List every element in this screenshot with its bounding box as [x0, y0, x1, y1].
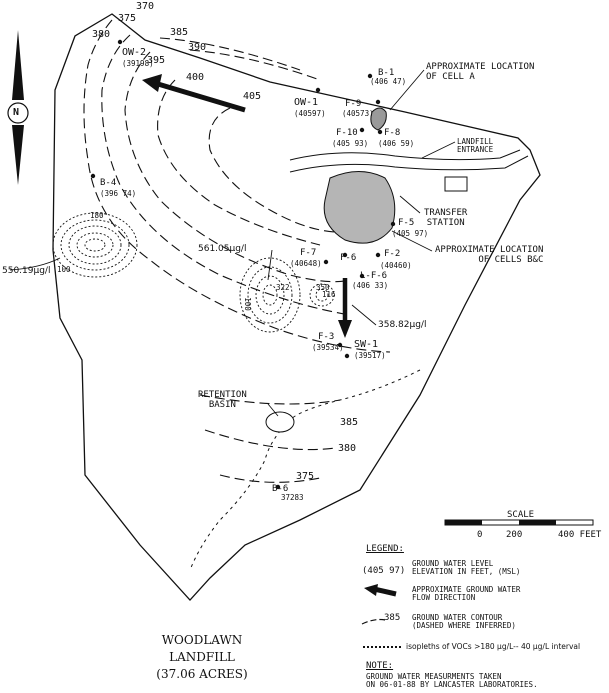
legend-title: LEGEND:	[366, 544, 404, 554]
contour-label: 405	[243, 91, 262, 102]
scale-bar	[444, 519, 594, 526]
well-elev: (39534)	[312, 343, 344, 352]
contour-label: 380	[92, 29, 111, 40]
isopleth-label: 100	[57, 265, 71, 274]
scale-tick: 400 FEET	[558, 530, 602, 540]
contour-label: 375	[118, 13, 137, 24]
north-label: N	[13, 107, 20, 118]
transfer-station-label: TRANSFER STATION	[424, 208, 468, 228]
contour-label: 390	[188, 42, 207, 53]
well-elev: (40597)	[294, 109, 326, 118]
well-elev: (40648)	[290, 259, 322, 268]
flow-arrows	[142, 74, 352, 338]
well-id: F-8	[384, 128, 401, 138]
leader-lines	[9, 69, 456, 417]
voc-isopleths	[52, 212, 335, 333]
legend-text: APPROXIMATE GROUND WATER FLOW DIRECTION	[412, 585, 521, 602]
isopleth-label: 350	[316, 283, 330, 292]
contour-label: 385	[340, 417, 359, 428]
well-elev: (405 97)	[392, 229, 429, 238]
concentration-label: 550.19µg/l	[2, 266, 51, 276]
contour-label: 385	[170, 27, 189, 38]
legend-symbol: (405 97)	[362, 566, 406, 576]
legend-symbol: 385	[384, 613, 401, 623]
legend-text: GROUND WATER CONTOUR (DASHED WHERE INFER…	[412, 613, 516, 630]
concentration-label: 561.05µg/l	[198, 244, 247, 254]
scale-title: SCALE	[507, 510, 535, 520]
well-elev: (39198)	[122, 59, 154, 68]
well-id: SW-1	[354, 339, 379, 350]
retention-basin-label: RETENTION BASIN	[198, 390, 247, 410]
well-id: B-1	[378, 68, 395, 78]
cells-bc-label: APPROXIMATE LOCATION OF CELLS B&C	[435, 245, 544, 265]
well-elev: (406 33)	[352, 281, 389, 290]
scale-tick: 200	[506, 530, 523, 540]
well-id: OW-1	[294, 97, 319, 108]
well-id: F-7	[300, 248, 317, 258]
contour-label: 395	[147, 55, 166, 66]
well-elev: (40573)	[342, 109, 374, 118]
isopleth-label: 322	[276, 283, 290, 292]
isopleth-label: 180	[90, 211, 104, 220]
well-id: B-4	[100, 178, 117, 188]
concentration-label: 358.82µg/l	[378, 320, 427, 330]
north-arrow-icon	[7, 30, 29, 185]
well-elev: (405 93)	[332, 139, 369, 148]
cell-a-label: APPROXIMATE LOCATION OF CELL A	[426, 62, 535, 82]
well-id: OW-2	[122, 47, 147, 58]
contour-label: 380	[338, 443, 357, 454]
property-boundary	[52, 13, 541, 601]
well-id: F-9	[345, 99, 362, 109]
legend-text: isopleths of VOCs >180 µg/L-- 40 µg/L in…	[406, 642, 581, 651]
well-id: F-6	[340, 253, 357, 263]
isopleth-label: 100	[242, 297, 252, 311]
note-title: NOTE:	[366, 661, 394, 671]
well-elev: (396 74)	[100, 189, 137, 198]
well-id: F-10	[336, 128, 358, 138]
cell-a	[370, 107, 387, 131]
well-id: F-3	[318, 332, 335, 342]
site-subtitle: LANDFILL	[169, 650, 235, 664]
note-text: GROUND WATER MEASURMENTS TAKEN ON 06-01-…	[366, 672, 538, 689]
access-road	[289, 149, 521, 161]
well-elev: (39517)	[354, 351, 386, 360]
legend-text: GROUND WATER LEVEL ELEVATION IN FEET, (M…	[412, 559, 521, 576]
contour-label: 375	[296, 471, 315, 482]
site-acreage: (37.06 ACRES)	[156, 667, 248, 681]
well-elev: (406 47)	[370, 77, 407, 86]
stream	[189, 369, 421, 571]
contour-label: 400	[186, 72, 205, 83]
isopleth-label: 116	[322, 290, 336, 299]
well-elev: (406 59)	[378, 139, 415, 148]
well-id: B-6	[272, 484, 289, 494]
well-id: F-5	[398, 218, 415, 228]
well-elev: 37283	[281, 493, 304, 502]
transfer-station	[444, 176, 468, 192]
well-id: L-F-6	[360, 271, 388, 281]
landfill-entrance-label: LANDFILL ENTRANCE	[457, 137, 494, 154]
scale-tick: 0	[477, 530, 483, 540]
cells-b-c	[323, 171, 396, 244]
retention-basin-shape	[265, 411, 295, 433]
contour-lines	[83, 19, 391, 483]
site-title: WOODLAWN	[161, 633, 243, 647]
contour-label: 370	[136, 1, 155, 12]
well-id: F-2	[384, 249, 401, 259]
well-elev: (40460)	[380, 261, 412, 270]
well-points	[90, 39, 396, 490]
